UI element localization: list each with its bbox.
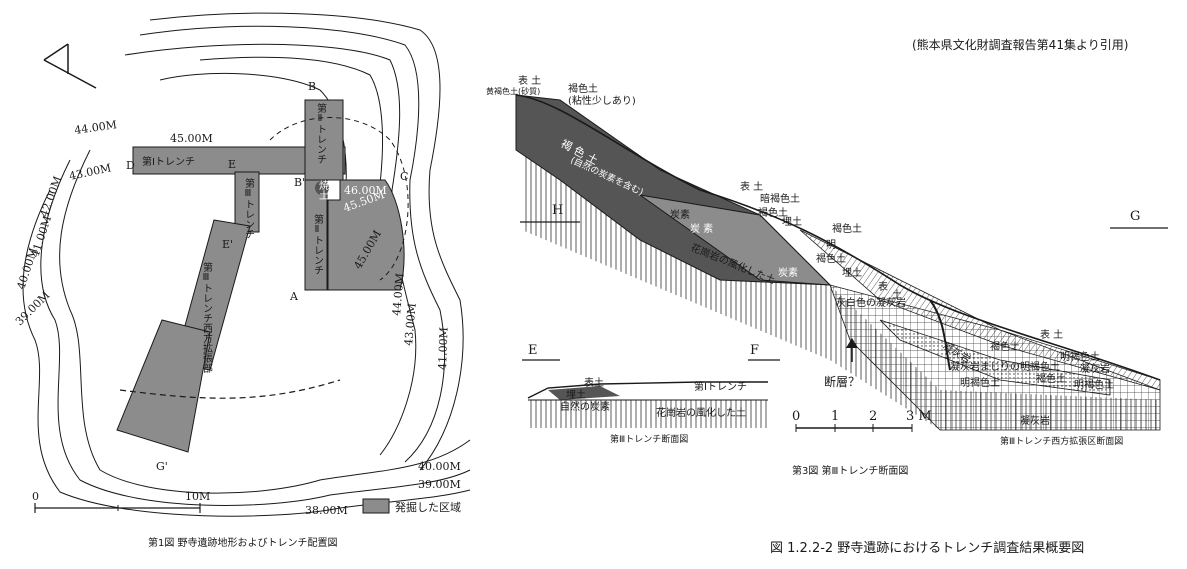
point-g-prime: G' <box>156 460 168 473</box>
scale-2: 2 <box>869 409 877 424</box>
contour-label-44b: 44.00M <box>390 273 407 317</box>
contour-label-46: 46.00M <box>344 184 387 197</box>
map-scale-end: 10M <box>185 490 210 503</box>
contour-label-44: 44.00M <box>74 118 118 137</box>
legend-label: 発掘した区域 <box>395 500 461 514</box>
contour-lines <box>22 12 471 517</box>
figure-caption: 図 1.2.2-2 野寺遺跡におけるトレンチ調査結果概要図 <box>770 540 1084 556</box>
label-maido-2: 埋土 <box>842 266 862 279</box>
section-letter-f: F <box>750 343 759 358</box>
label-mei-1: 明 <box>826 239 836 251</box>
section-letter-h: H <box>552 203 563 218</box>
label-gyoukai-3: 凝灰岩 <box>1020 414 1050 427</box>
contour-label-41b: 41.00M <box>436 327 450 370</box>
contour-label-40b: 40.00M <box>418 460 461 473</box>
section-letter-g: G <box>1130 209 1140 224</box>
map-caption: 第1図 野寺遺跡地形およびトレンチ配置図 <box>148 536 338 549</box>
kiln-marker <box>315 181 329 195</box>
contour-label-39b: 39.00M <box>418 478 461 491</box>
label-mei-3: 明褐色土 <box>1074 378 1114 391</box>
label-fault: 断層？ <box>824 374 860 389</box>
fault-line <box>929 299 951 371</box>
small-label-maido: 埋土 <box>566 388 586 401</box>
label-kasshoku-4: 褐色土 <box>990 340 1020 353</box>
label-tanso-3: 炭素 <box>778 266 798 279</box>
contour-label-38: 38.00M <box>305 504 348 517</box>
point-d: D <box>126 159 135 172</box>
section-figure-caption: 第3図 第Ⅲトレンチ断面図 <box>792 464 908 477</box>
label-ankasshoku: 暗褐色土 <box>760 192 800 205</box>
scale-1: 1 <box>831 409 839 424</box>
label-tanso-2: 炭 素 <box>690 222 713 235</box>
label-gyoukai-mamire: 凝灰岩まじりの明褐色土 <box>950 360 1060 373</box>
point-c: C <box>400 170 408 183</box>
trench-label-3: 第Ⅲトレンチ <box>243 177 255 239</box>
section-letter-e: E <box>528 343 538 358</box>
north-arrow-icon <box>43 43 97 89</box>
label-hyoudo-3b: 土 <box>892 288 902 301</box>
trench-label-2-lower: 第Ⅱトレンチ <box>312 213 324 275</box>
label-top-left-soil: 黄褐色土(砂質) <box>486 86 540 96</box>
label-kasshoku-top: 褐色土 <box>568 82 598 95</box>
contour-label-43: 43.00M <box>68 161 113 183</box>
contour-label-45: 45.00M <box>170 132 213 145</box>
point-b: B <box>308 80 316 93</box>
small-label-shizen: 自然の炭素 <box>560 400 610 413</box>
small-label-hyoudo: 表土 <box>584 376 604 389</box>
small-section-diagram: E F 表土 埋土 第Ⅰトレンチ 自然の炭素 花崗岩の風化した土 第Ⅲトレンチ断… <box>522 343 780 445</box>
contour-label-42: 42.00M <box>38 174 65 219</box>
kiln-dashed-outline <box>269 117 409 281</box>
contour-label-40: 40.00M <box>14 246 40 291</box>
label-mei-2: 褐色土 <box>816 252 846 265</box>
site-map: 45.00M 44.00M 43.00M 42.00M 41.00M 40.00… <box>13 12 471 549</box>
small-section-caption: 第Ⅲトレンチ断面図 <box>610 433 688 445</box>
map-scale-zero: 0 <box>32 490 39 503</box>
label-nenseki: (粘性少しあり) <box>568 94 636 107</box>
point-b-prime: B' <box>294 176 305 189</box>
label-hyoudo-4: 表 土 <box>1040 328 1063 341</box>
label-meikasshoku-2: 明褐色土 <box>960 376 1000 389</box>
point-e-prime: E' <box>222 238 233 251</box>
label-gyoukai-2: 凝灰岩 <box>1080 362 1110 375</box>
trench-label-west-extension: 第Ⅲトレンチ西方拡張部 <box>201 261 213 374</box>
label-kasshoku-5: 褐色土 <box>1036 372 1066 385</box>
point-a: A <box>289 290 299 303</box>
contour-label-39: 39.00M <box>13 289 52 328</box>
label-hyoudo-1: 表 土 <box>518 74 541 87</box>
label-meikasshoku: 明褐色土 <box>1060 350 1100 363</box>
trench-label-1: 第Ⅰトレンチ <box>142 155 195 168</box>
kiln-label: 焼土 <box>317 180 329 200</box>
label-maido-1: 埋土 <box>782 215 802 228</box>
scale-0: 0 <box>792 409 800 424</box>
point-e: E <box>228 158 236 171</box>
label-kasshoku-2: 褐色土 <box>758 206 788 219</box>
label-hyoudo-3: 表 <box>878 280 888 293</box>
label-kasshoku-3: 褐色土 <box>832 222 862 235</box>
small-label-kakougan: 花崗岩の風化した土 <box>656 406 746 419</box>
label-tanso-1: 炭素 <box>670 208 690 221</box>
scale-3m: 3 M <box>906 409 932 424</box>
trench-excavated-areas <box>116 99 405 453</box>
citation-text: (熊本県文化財調査報告第41集より引用) <box>912 37 1128 52</box>
main-section-caption: 第Ⅲトレンチ西方拡張区断面図 <box>1000 435 1123 447</box>
contour-label-43b: 43.00M <box>402 303 419 347</box>
trench-label-2-top: 第Ⅱトレンチ <box>315 102 327 164</box>
main-section-diagram: H G 表 土 黄褐色土(砂質) 褐色土 (粘性少しあり) 褐 色 土 (自然の… <box>486 74 1168 447</box>
surface-line <box>515 94 1161 381</box>
legend-swatch <box>362 498 390 514</box>
small-label-trench1: 第Ⅰトレンチ <box>694 380 747 393</box>
section-dashed-line <box>119 379 341 399</box>
label-haihaku: 灰白色の凝灰岩 <box>836 296 906 309</box>
label-hyoudo-2: 表 土 <box>740 180 763 193</box>
